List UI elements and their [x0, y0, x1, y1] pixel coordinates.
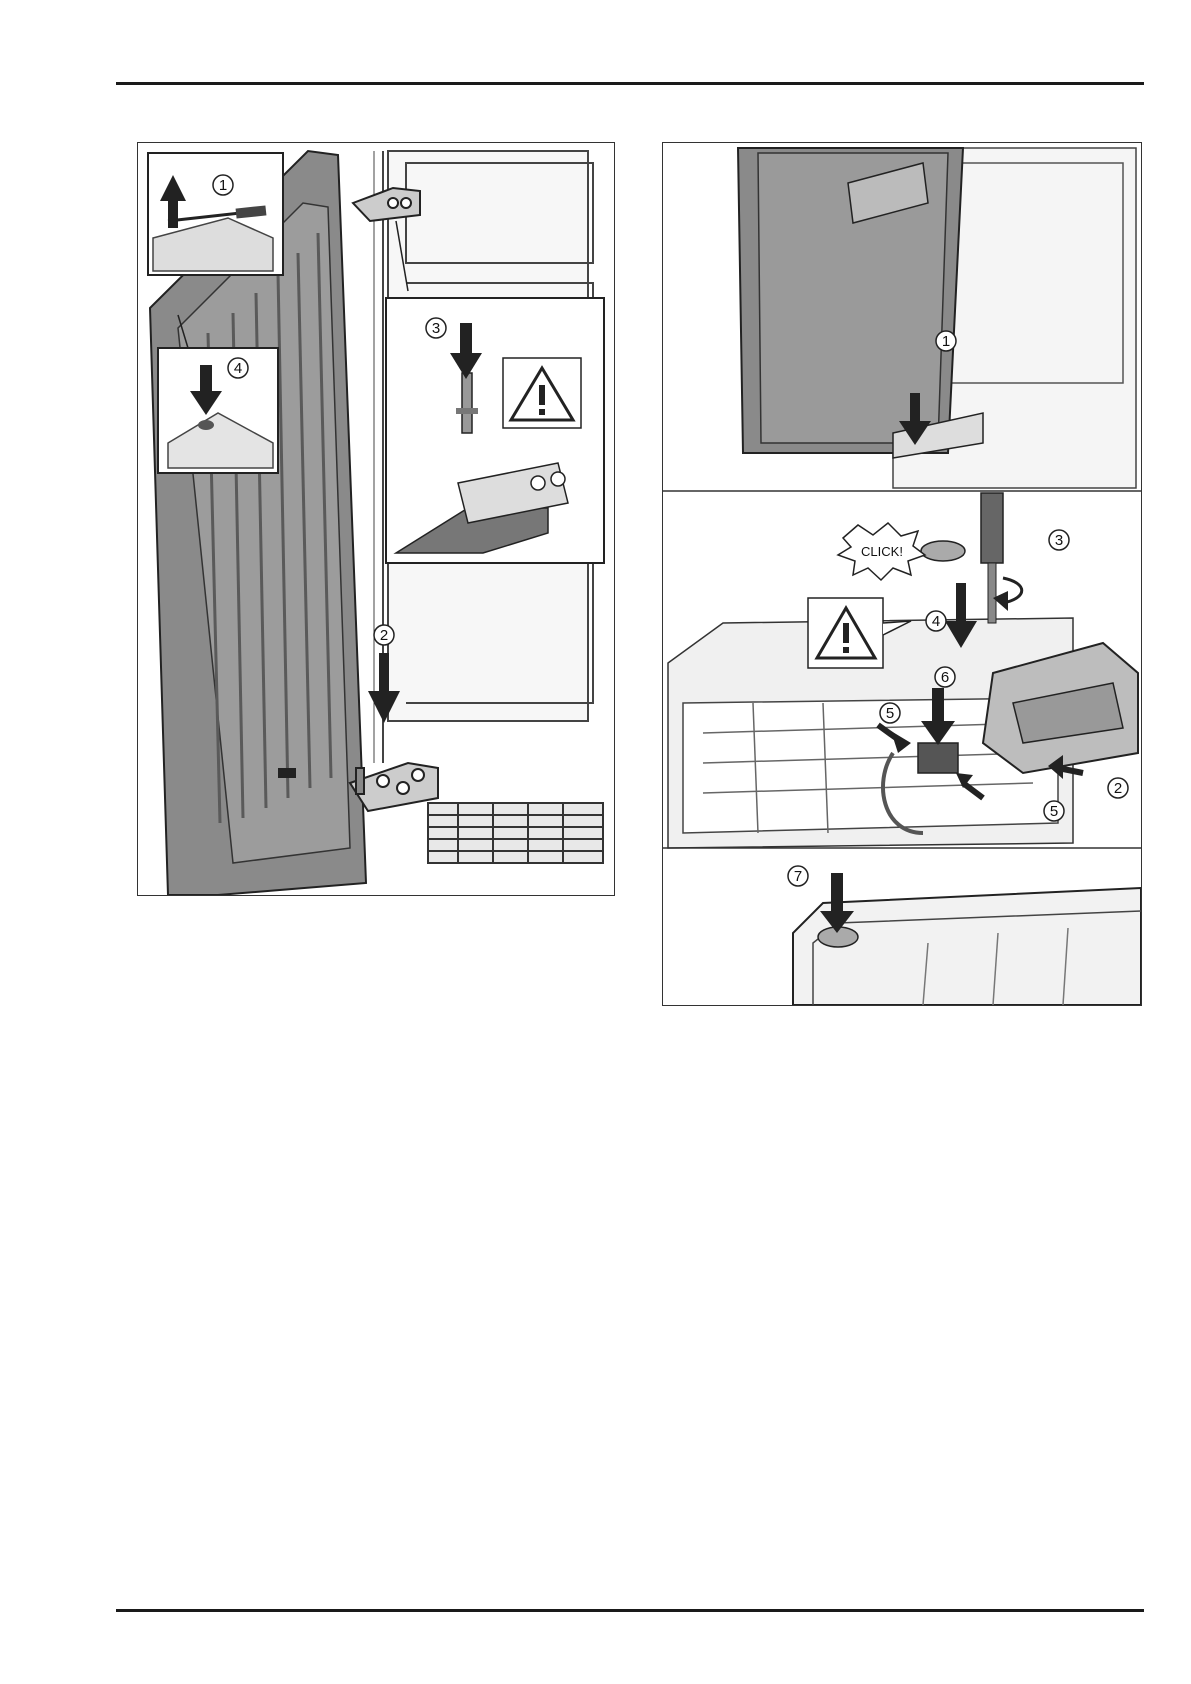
right-callout-6: 6 [941, 669, 949, 686]
right-illustration: 1 [663, 143, 1141, 1005]
callout-4: 4 [234, 360, 242, 377]
vent-grille [428, 803, 603, 863]
warning-triangle-icon [503, 358, 581, 428]
click-burst: CLICK! [838, 523, 925, 580]
figure-right: 1 [662, 142, 1142, 1006]
left-illustration: 2 1 4 [138, 143, 614, 895]
figure-left: 2 1 4 [137, 142, 615, 896]
right-callout-1: 1 [942, 333, 950, 350]
inset-step-1: 1 [148, 153, 283, 275]
top-hinge [353, 188, 420, 221]
click-label: CLICK! [861, 544, 903, 559]
right-callout-5a: 5 [886, 705, 894, 722]
right-callout-5b: 5 [1050, 803, 1058, 820]
door-label-plate [278, 768, 296, 778]
top-rule [116, 82, 1144, 85]
bottom-rule [116, 1609, 1144, 1612]
panel-step-2: CLICK! 3 [668, 493, 1138, 848]
panel-step-7: 7 [788, 866, 1141, 1005]
right-callout-7: 7 [794, 868, 802, 885]
right-callout-4: 4 [932, 613, 940, 630]
right-callout-2: 2 [1114, 780, 1122, 797]
callout-1: 1 [219, 177, 227, 194]
panel-step-1: 1 [738, 148, 1136, 488]
callout-2: 2 [380, 627, 388, 644]
bottom-hinge [350, 763, 438, 811]
callout-3: 3 [432, 320, 440, 337]
right-callout-3: 3 [1055, 532, 1063, 549]
